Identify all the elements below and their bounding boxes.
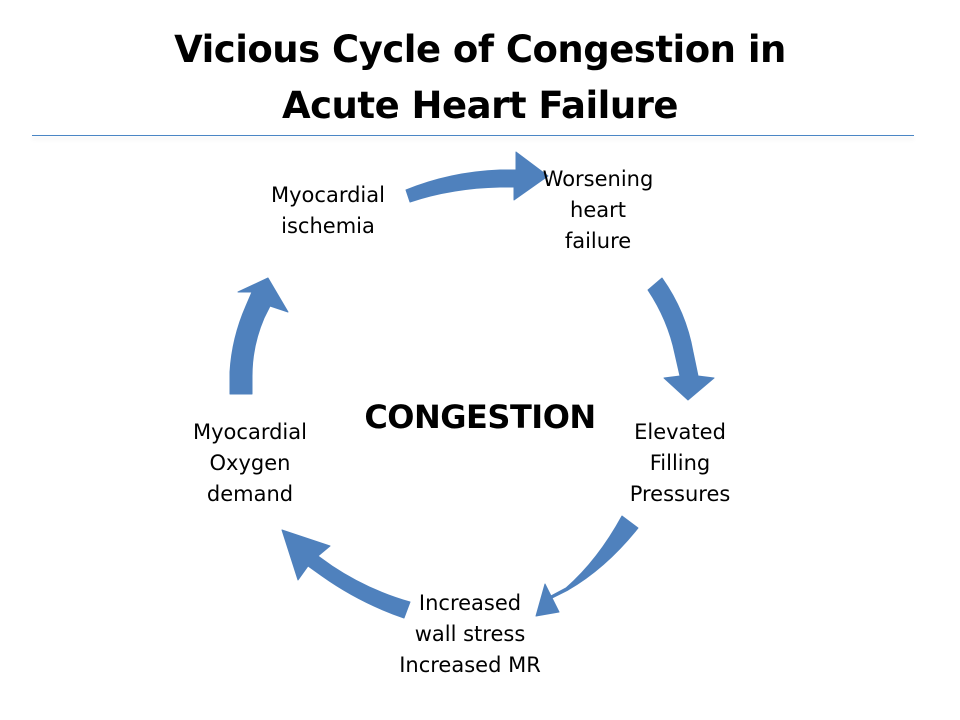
slide-title: Vicious Cycle of Congestion in Acute Hea… <box>0 22 960 134</box>
node-elevated-filling-pressures: Elevated Filling Pressures <box>600 417 760 510</box>
node-line: Increased MR <box>399 653 541 677</box>
node-line: heart <box>570 198 626 222</box>
title-line-1: Vicious Cycle of Congestion in <box>174 28 786 71</box>
cycle-arrow-elevated-to-wallstress <box>535 515 639 617</box>
node-line: Myocardial <box>193 420 307 444</box>
node-line: demand <box>206 482 294 506</box>
node-line: Oxygen <box>209 451 291 475</box>
node-line: Pressures <box>629 482 731 506</box>
center-label-congestion: CONGESTION <box>364 398 596 436</box>
node-line: ischemia <box>281 214 375 238</box>
title-divider <box>32 135 914 136</box>
node-line: Myocardial <box>271 183 385 207</box>
node-line: Elevated <box>634 420 726 444</box>
node-myocardial-ischemia: Myocardial ischemia <box>248 180 408 242</box>
cycle-arrow-wallstress-to-oxygen <box>281 529 411 619</box>
cycle-arrow-oxygen-to-ischemia <box>229 277 289 395</box>
node-worsening-heart-failure: Worsening heart failure <box>518 164 678 257</box>
node-line: failure <box>564 229 632 253</box>
node-line: Increased <box>418 591 522 615</box>
title-line-2: Acute Heart Failure <box>281 84 679 127</box>
node-line: Worsening <box>542 167 654 191</box>
node-increased-wall-stress-mr: Increased wall stress Increased MR <box>370 588 570 681</box>
cycle-arrow-ischemia-to-worsening <box>405 151 549 203</box>
node-line: Filling <box>649 451 711 475</box>
node-myocardial-oxygen-demand: Myocardial Oxygen demand <box>170 417 330 510</box>
cycle-arrow-worsening-to-elevated <box>647 277 715 401</box>
node-line: wall stress <box>414 622 526 646</box>
